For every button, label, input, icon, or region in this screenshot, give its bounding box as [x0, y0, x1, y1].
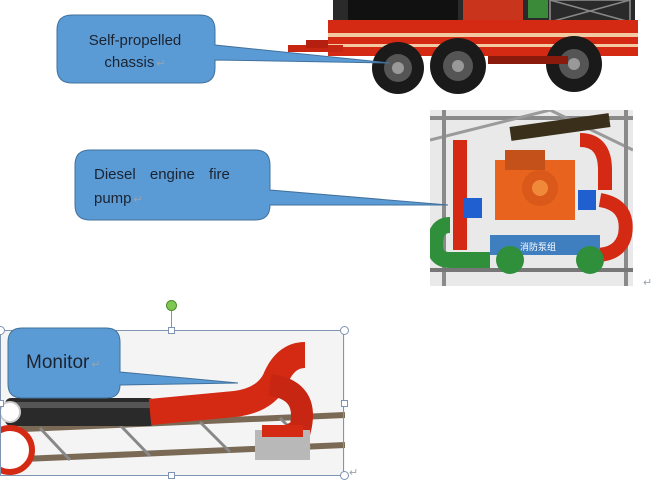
paragraph-mark: ↵	[156, 58, 166, 70]
resize-handle-top-left[interactable]	[0, 326, 5, 335]
monitor-image-paragraph-mark: ↵	[349, 467, 359, 479]
rotation-handle-line	[171, 310, 172, 330]
paragraph-mark: ↵	[91, 359, 101, 371]
resize-handle-middle-right[interactable]	[341, 400, 348, 407]
resize-handle-bottom-right[interactable]	[340, 471, 349, 480]
paragraph-mark: ↵	[133, 194, 143, 206]
monitor-image	[0, 330, 345, 476]
resize-handle-middle-left[interactable]	[0, 400, 4, 407]
pump-image: 消防泵组	[430, 110, 633, 286]
pump-plate-text: 消防泵组	[520, 241, 556, 253]
chassis-image	[288, 0, 638, 94]
resize-handle-top-middle[interactable]	[168, 327, 175, 334]
resize-handle-bottom-middle[interactable]	[168, 472, 175, 479]
chassis-callout-line2: chassis	[104, 54, 155, 71]
pump-callout-line1: Diesel engine fire	[94, 166, 230, 183]
monitor-callout-text: Monitor↵	[26, 352, 101, 376]
monitor-callout-label: Monitor	[26, 352, 90, 373]
pump-callout-line2: pump	[94, 190, 132, 207]
pump-callout-text: Diesel engine fire pump↵	[94, 163, 244, 212]
pump-image-paragraph-mark: ↵	[643, 277, 651, 289]
chassis-callout-text: Self-propelled chassis↵	[60, 30, 210, 75]
resize-handle-top-right[interactable]	[340, 326, 349, 335]
rotation-handle[interactable]	[166, 300, 177, 311]
chassis-callout-line1: Self-propelled	[88, 32, 182, 49]
